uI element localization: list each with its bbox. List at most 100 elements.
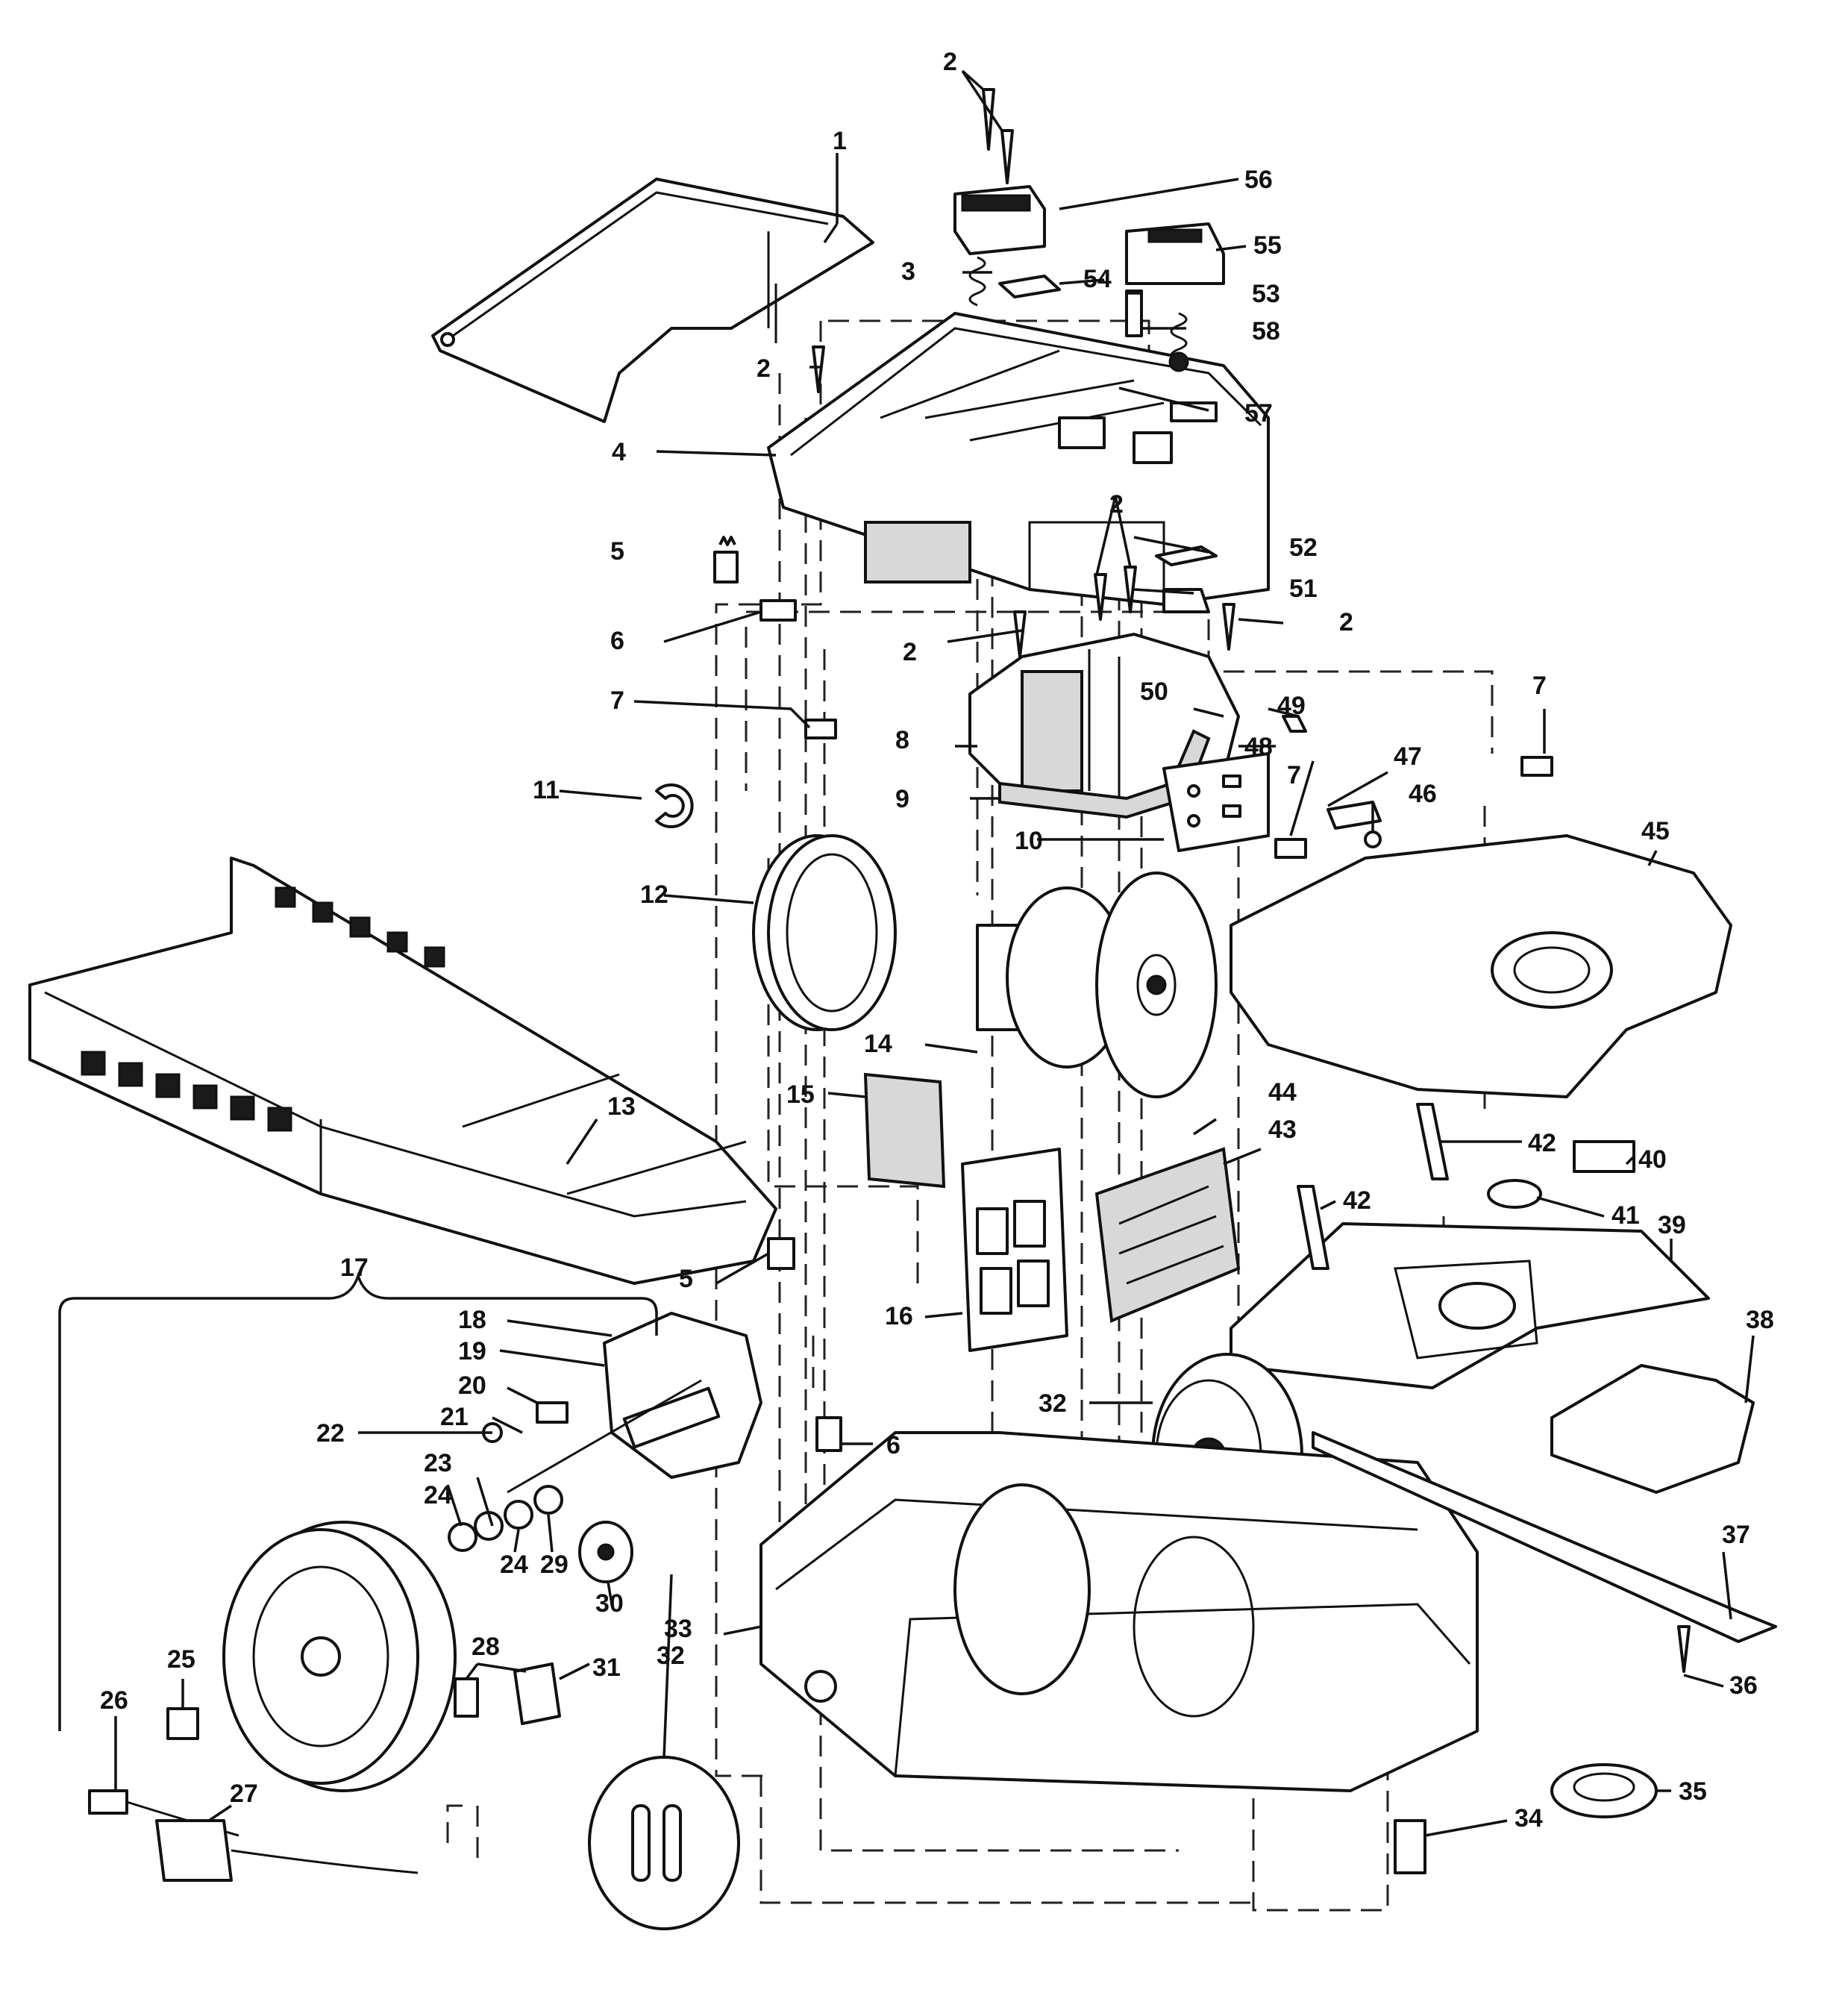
callout-32: 32: [657, 1642, 685, 1670]
part-hood: [1230, 834, 1732, 1098]
callout-47: 47: [1394, 742, 1422, 771]
callout-2: 2: [903, 638, 917, 666]
callout-41: 41: [1611, 1201, 1640, 1230]
callout-9: 9: [895, 785, 909, 813]
part-bag-plate: [1230, 1222, 1710, 1389]
part-top-cap: [953, 185, 1046, 255]
leader-lines: [114, 69, 1755, 1837]
callout-6: 6: [610, 627, 624, 655]
callout-39: 39: [1658, 1211, 1686, 1239]
part-caster: [1550, 1763, 1658, 1818]
callout-3: 3: [901, 257, 915, 286]
callout-22: 22: [316, 1419, 345, 1448]
callout-7: 7: [610, 686, 624, 715]
callout-16: 16: [885, 1302, 913, 1330]
callout-33: 33: [664, 1615, 692, 1643]
callout-18: 18: [458, 1306, 486, 1334]
callout-51: 51: [1289, 575, 1318, 603]
callout-32: 32: [1039, 1389, 1067, 1418]
part-exhaust-filter: [1094, 1147, 1241, 1323]
part-cord-reel: [507, 1312, 762, 1494]
callout-56: 56: [1244, 166, 1273, 194]
screws: [812, 88, 1691, 1673]
callout-20: 20: [458, 1371, 486, 1400]
callout-36: 36: [1729, 1671, 1758, 1700]
callout-28: 28: [472, 1633, 500, 1661]
callout-21: 21: [440, 1403, 469, 1431]
callout-46: 46: [1409, 780, 1437, 808]
callout-2: 2: [1339, 608, 1353, 636]
callout-27: 27: [230, 1780, 258, 1808]
callout-25: 25: [167, 1645, 195, 1674]
part-side-cap: [1125, 222, 1225, 285]
callout-13: 13: [607, 1092, 636, 1121]
part-top-lid: [431, 178, 874, 423]
callout-45: 45: [1641, 817, 1670, 845]
callout-2: 2: [1109, 490, 1124, 519]
callout-2: 2: [943, 48, 957, 76]
callout-2: 2: [757, 354, 771, 383]
callout-31: 31: [592, 1653, 621, 1682]
part-ring: [752, 834, 897, 1031]
part-switch-button: [166, 1707, 199, 1740]
callout-52: 52: [1289, 534, 1318, 562]
callout-1: 1: [833, 127, 847, 155]
callout-49: 49: [1277, 692, 1306, 720]
callout-54: 54: [1083, 265, 1112, 293]
callout-55: 55: [1253, 231, 1282, 260]
callout-7: 7: [1287, 761, 1301, 789]
part-gasket: [998, 729, 1211, 819]
part-motor: [976, 872, 1218, 1098]
part-chassis: [759, 1431, 1479, 1792]
callout-26: 26: [100, 1686, 128, 1715]
part-reel-brake: [454, 1662, 561, 1725]
springs: [968, 256, 1189, 372]
callout-35: 35: [1679, 1777, 1707, 1806]
callout-23: 23: [424, 1449, 452, 1477]
callout-38: 38: [1746, 1306, 1774, 1334]
callout-17: 17: [340, 1254, 369, 1282]
callout-7: 7: [1532, 672, 1547, 700]
callout-30: 30: [595, 1589, 624, 1618]
callout-24: 24: [500, 1551, 528, 1579]
callout-42: 42: [1343, 1186, 1371, 1215]
part-filter-pad: [863, 1072, 946, 1189]
part-wheel-cover: [588, 1756, 740, 1930]
callout-12: 12: [640, 880, 668, 909]
part-filter-cage: [961, 1148, 1068, 1352]
callout-10: 10: [1015, 827, 1043, 855]
callout-57: 57: [1244, 399, 1273, 428]
part-handle-base: [767, 312, 1270, 606]
callout-42: 42: [1528, 1129, 1556, 1157]
callout-5: 5: [610, 537, 624, 566]
callout-11: 11: [533, 776, 560, 804]
callout-15: 15: [786, 1080, 815, 1109]
callout-53: 53: [1252, 280, 1280, 308]
part-cord-reel-drum: [222, 1521, 457, 1792]
callout-29: 29: [540, 1551, 569, 1579]
callout-58: 58: [1252, 317, 1280, 345]
callout-37: 37: [1722, 1521, 1750, 1549]
callout-40: 40: [1638, 1145, 1667, 1174]
callout-numbers: 1 2 2 2 2 2 3 4 5 5 6 6 7 7 7 8 9 10 11 …: [100, 48, 1774, 1833]
part-bumper-frame: [28, 857, 777, 1285]
callout-5: 5: [679, 1265, 693, 1293]
part-bracket: [1550, 1364, 1755, 1494]
callout-6: 6: [886, 1431, 900, 1459]
part-terminal-block: [1162, 752, 1270, 852]
callout-43: 43: [1268, 1116, 1297, 1144]
callout-24: 24: [424, 1481, 452, 1509]
callout-34: 34: [1515, 1804, 1543, 1833]
part-motor-housing: [968, 633, 1240, 800]
reel-assembly-bracket: [58, 1271, 658, 1731]
callout-50: 50: [1140, 678, 1168, 706]
connectors: [713, 536, 1553, 1452]
bumper-vents: [81, 886, 445, 1132]
callout-48: 48: [1244, 733, 1273, 761]
hood-hardware: [1282, 715, 1382, 848]
part-switch-box: [155, 1819, 419, 1882]
part-base-clip: [1394, 1819, 1426, 1874]
part-rail: [1312, 1431, 1777, 1643]
reel-small-parts: [448, 1401, 633, 1583]
